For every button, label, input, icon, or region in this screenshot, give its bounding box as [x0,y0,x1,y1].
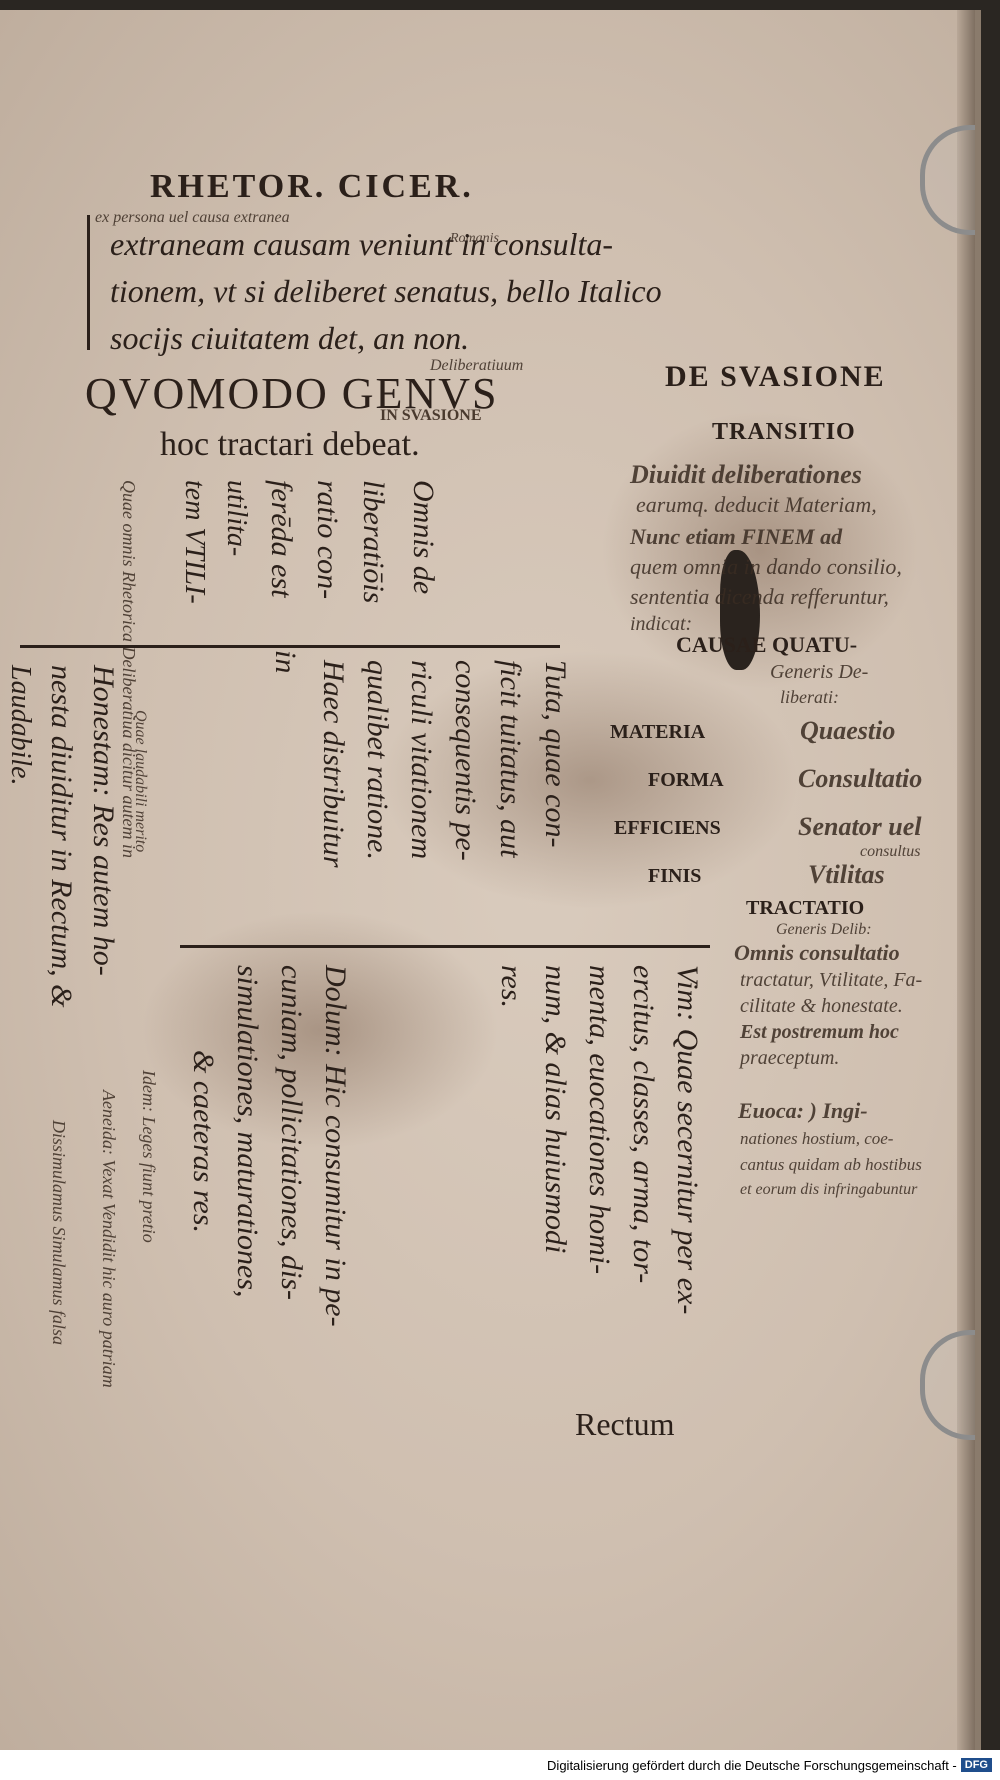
text-line: socijs ciuitatem det, an non. [110,320,470,356]
binding-clip-top [920,125,975,235]
brace-line [180,945,710,948]
vertical-text: Dolum: Hic consumitur in pe- [319,965,352,1327]
notes-row-label: MATERIA [610,721,706,743]
stain [380,650,800,910]
notes-line: praeceptum. [740,1047,840,1069]
notes-line: sententia dicenda refferuntur, [630,584,889,609]
rectum-label: Rectum [575,1406,675,1442]
vertical-text: ferēda est [265,480,298,598]
text-line: extraneam causam veniunt in consulta- [110,226,613,262]
ms-vertical-gloss: Aeneida: Vexat Vendidit hic auro patriam [99,1090,119,1388]
notes-row-value: Senator uel [798,812,922,841]
notes-line: Est postremum hoc [740,1021,899,1043]
vertical-text: ercitus, classes, arma, tor- [627,965,660,1284]
dfg-logo: DFG [960,1758,992,1772]
ms-gloss: Deliberatiuum [430,357,524,374]
vertical-text: consequentis pe- [449,660,482,861]
vertical-text: Vim: Quae secernitur per ex- [671,965,704,1315]
notes-line: quem omnia in dando consilio, [630,554,902,579]
vertical-text: tem VTILI- [179,480,210,604]
vertical-text: Haec distribuitur [317,660,350,868]
credit-text: Digitalisierung gefördert durch die Deut… [547,1757,957,1773]
notes-line: tractatur, Vtilitate, Fa- [740,969,923,991]
notes-row-label: EFFICIENS [614,817,721,839]
book-page: RHETOR. CICER. ex persona uel causa extr… [0,10,981,1750]
vertical-text: cuniam, pollicitationes, dis- [275,965,308,1300]
ms-vertical-gloss: Dissimulamus Simulamus falsa [49,1120,69,1346]
vertical-text: num, & alias huiusmodi [539,965,572,1254]
stain [600,410,920,690]
section-subheading: hoc tractari debeat. [160,426,420,463]
margin-bracket [87,215,90,350]
stain [140,910,500,1150]
vertical-text: liberatiōis [357,480,390,604]
vertical-text: qualibet ratione. [361,660,394,860]
notes-heading: TRACTATIO [746,897,865,919]
notes-row-value: Quaestio [800,716,896,745]
notes-line: Generis Delib: [776,921,872,938]
page-edge [957,10,975,1750]
burn-hole [720,550,760,670]
notes-line: indicat: [630,613,693,635]
notes-line: Generis De- [770,661,869,683]
vertical-text: simulationes, maturationes, [231,965,264,1298]
vertical-text: & caeteras res. [187,1050,220,1234]
digitization-credit: Digitalisierung gefördert durch die Deut… [0,1750,1000,1780]
vertical-text: Omnis de [407,480,440,595]
brace-line [20,645,560,648]
ms-vertical-gloss: Quae omnis Rhetorica Deliberatiua dicitu… [119,480,139,858]
notes-line: Omnis consultatio [734,940,900,965]
ms-gloss: IN SVASIONE [380,407,482,424]
notes-line: Diuidit deliberationes [630,460,862,489]
notes-line: Euoca: ) Ingi- [738,1098,868,1123]
notes-row-label: FINIS [648,865,702,887]
notes-line: Nunc etiam FINEM ad [630,524,843,549]
running-title: RHETOR. CICER. [150,168,474,205]
vertical-text: nesta diuiditur in Rectum, & [45,665,78,1008]
text-line: tionem, vt si deliberet senatus, bello I… [110,273,662,309]
vertical-text: Laudabile. [5,665,36,786]
notes-title: DE SVASIONE [665,360,886,393]
ms-gloss: Romanis [450,231,499,246]
ms-vertical-gloss: Idem: Leges fiunt pretio [139,1070,159,1243]
vertical-text: ratio con- [311,480,344,600]
notes-line: cantus quidam ab hostibus [740,1155,922,1174]
vertical-text: riculi vitationem [405,660,438,860]
notes-heading: CAUSAE QUATU- [676,632,858,657]
notes-line: liberati: [780,687,839,707]
vertical-text: in [269,650,302,674]
notes-row-value: Vtilitas [808,860,885,889]
notes-row-label: FORMA [648,769,724,791]
vertical-text: utilita- [221,480,252,557]
notes-line: nationes hostium, coe- [740,1129,894,1148]
vertical-text: ficit tuitatus, aut [494,660,527,858]
vertical-text: res. [495,965,528,1009]
notes-line: cilitate & honestate. [740,995,903,1017]
notes-line: earumq. deducit Materiam, [636,492,877,517]
vertical-text: menta, euocationes homi- [583,965,616,1275]
section-heading: QVOMODO GENVS [85,369,499,418]
notes-line: et eorum dis infringabuntur [740,1181,918,1198]
notes-heading: TRANSITIO [712,419,856,445]
notes-row-value: Consultatio [798,764,923,793]
binding-clip-bottom [920,1330,975,1440]
notes-line: consultus [860,843,921,860]
vertical-text: Honestam: Res autem ho- [87,665,120,976]
ms-gloss: ex persona uel causa extranea [95,209,290,226]
vertical-text: Tuta, quae con- [539,660,572,848]
ms-vertical-gloss: Quae laudabili merito [132,710,149,853]
